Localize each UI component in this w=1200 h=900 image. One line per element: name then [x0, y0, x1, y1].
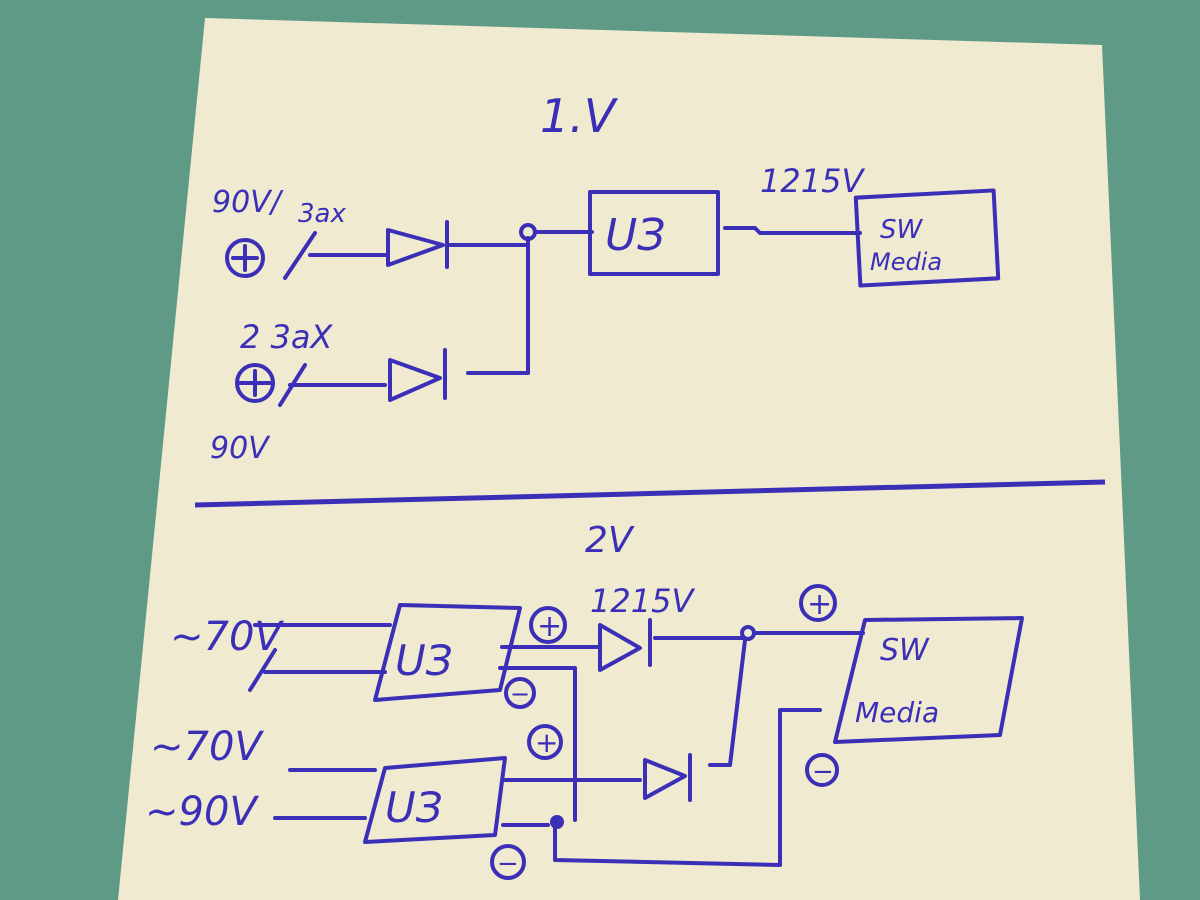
wire — [278, 363, 387, 407]
wire — [723, 226, 862, 235]
wire — [273, 768, 377, 820]
load-label-2: Media — [870, 248, 942, 276]
diode-icon — [386, 220, 527, 269]
input2-voltage: ~70V — [150, 724, 264, 770]
minus-terminal-icon: − — [805, 753, 839, 787]
sticky-note — [118, 18, 1140, 900]
svg-text:−: − — [497, 849, 519, 879]
converter-label: UЗ — [605, 210, 665, 261]
load-label-1: SW — [880, 215, 924, 245]
input1-voltage: 90V/ — [212, 185, 284, 220]
wire — [498, 645, 599, 670]
section1-title: 1.V — [540, 89, 619, 143]
wire — [466, 230, 594, 375]
wire — [283, 231, 387, 280]
plus-terminal-icon: + — [527, 724, 563, 760]
plus-terminal-icon: + — [529, 606, 567, 644]
converter1-label: UЗ — [395, 636, 453, 685]
plus-terminal-icon — [225, 238, 265, 278]
diode-icon — [598, 618, 652, 672]
converter2-label: UЗ — [385, 783, 443, 832]
svg-text:+: + — [535, 726, 558, 759]
section2-title: 2V — [585, 520, 635, 561]
converter-box — [588, 190, 720, 276]
diode-icon — [643, 753, 692, 802]
load-label-2: Media — [855, 696, 939, 729]
plus-terminal-icon — [235, 363, 275, 403]
plus-terminal-icon: + — [799, 584, 837, 622]
wire — [553, 708, 822, 867]
wire — [501, 778, 642, 827]
load-box — [853, 188, 1001, 288]
load-box — [833, 616, 1024, 744]
svg-text:+: + — [537, 609, 562, 644]
input3-voltage: ~90V — [145, 789, 259, 835]
svg-text:−: − — [510, 680, 530, 708]
wire — [573, 636, 747, 822]
output-voltage: 1215V — [760, 162, 865, 200]
minus-terminal-icon: − — [490, 844, 526, 880]
wire — [248, 623, 392, 692]
converter1-box — [373, 603, 522, 702]
svg-text:−: − — [812, 757, 834, 787]
section2-output-voltage: 1215V — [590, 582, 695, 620]
section-divider — [194, 479, 1106, 508]
diode-icon — [388, 348, 447, 402]
input1-voltage: ~70V — [170, 614, 284, 660]
input2-voltage: 90V — [210, 431, 271, 466]
wire — [708, 631, 865, 767]
minus-terminal-icon: − — [504, 677, 536, 709]
input2-label: 2 3aX — [240, 318, 334, 356]
svg-text:+: + — [807, 587, 832, 622]
input1-label: 3ax — [298, 199, 346, 229]
load-label-1: SW — [880, 633, 930, 668]
converter2-box — [363, 756, 507, 844]
